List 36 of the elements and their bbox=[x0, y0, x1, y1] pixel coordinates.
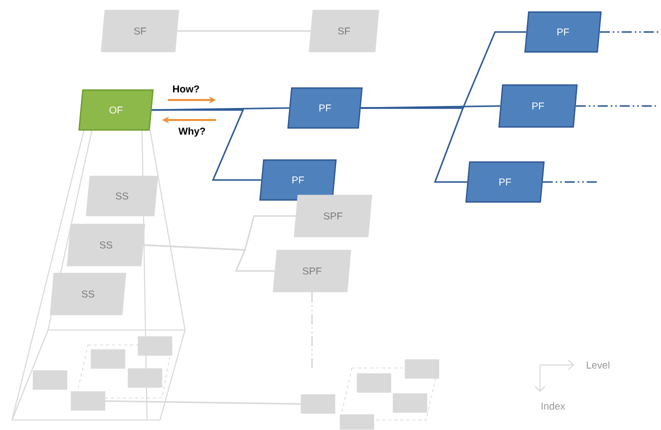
connector-line bbox=[311, 292, 313, 368]
connector-line bbox=[105, 400, 301, 405]
parallelogram-box: PF bbox=[498, 84, 578, 128]
small-box bbox=[70, 391, 106, 411]
parallelogram-box: SF bbox=[100, 10, 180, 52]
connector-line bbox=[576, 105, 656, 107]
parallelogram-box: SS bbox=[86, 176, 158, 216]
parallelogram-box: SS bbox=[66, 224, 146, 266]
connector-line bbox=[177, 30, 311, 32]
question-label: Why? bbox=[178, 127, 206, 137]
parallelogram-box: PF bbox=[524, 11, 602, 53]
connector-line bbox=[143, 244, 275, 272]
connector-line bbox=[542, 181, 598, 183]
small-box bbox=[128, 368, 162, 388]
small-box bbox=[32, 370, 68, 390]
question-label: How? bbox=[173, 85, 200, 93]
parallelogram-box: SF bbox=[308, 10, 380, 52]
small-box bbox=[404, 359, 440, 379]
axis-label: Index bbox=[542, 402, 566, 410]
connector-line bbox=[360, 107, 468, 183]
small-box bbox=[90, 349, 126, 369]
axis-label: Level bbox=[586, 361, 610, 369]
small-box bbox=[138, 336, 172, 356]
parallelogram-box: PF bbox=[465, 161, 545, 203]
small-box bbox=[392, 393, 428, 413]
connector-line bbox=[600, 31, 660, 33]
parallelogram-box: SPF bbox=[294, 194, 372, 238]
small-box bbox=[300, 394, 336, 414]
parallelogram-box: SS bbox=[50, 272, 126, 316]
small-box bbox=[356, 373, 392, 393]
parallelogram-box: PF bbox=[287, 87, 363, 129]
small-box bbox=[340, 414, 374, 430]
connector-line bbox=[152, 109, 262, 181]
parallelogram-box: SPF bbox=[272, 250, 352, 292]
parallelogram-box: PF bbox=[259, 159, 337, 201]
parallelogram-box: OF bbox=[78, 89, 154, 131]
